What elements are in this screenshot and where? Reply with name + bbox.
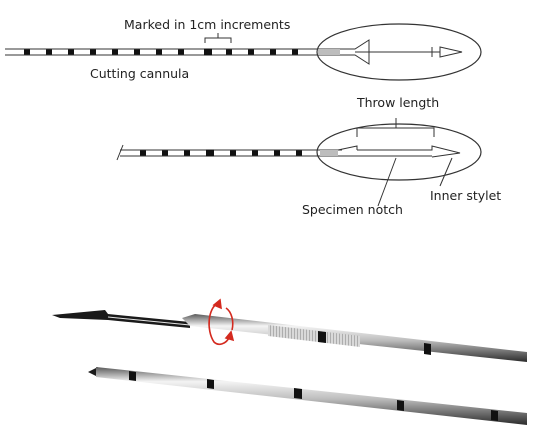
cutting-cannula-label: Cutting cannula [90,66,189,81]
needle-photo-lower [88,367,527,425]
stylet-tip-shading [320,150,338,156]
break-mark [116,144,124,161]
exposed-stylet-notch [52,310,190,328]
stylet-tip-point [439,46,463,58]
stylet-tip-photo [88,367,98,377]
inner-stylet-diagram: Throw length Specimen notch Inner stylet [116,95,501,217]
increments-bracket [204,33,232,43]
cm-tick-marks [24,48,298,56]
magnified-tip-ellipse [316,23,482,81]
needle-photo-upper [52,298,527,362]
increments-label: Marked in 1cm increments [124,17,290,32]
throw-length-label: Throw length [356,95,439,110]
inner-stylet-label: Inner stylet [430,188,501,203]
inner-stylet-leader [439,157,453,187]
stylet-tick-marks [140,149,302,157]
stylet-body-photo [96,367,527,425]
stylet-depth-marks [129,371,498,421]
cannula-depth-marks [318,331,431,355]
magnified-notch-ellipse [316,123,482,181]
cutting-cannula-diagram: Marked in 1cm increments Cutting cannula [5,17,482,81]
notch-outline [337,145,461,158]
rotation-arrow-icon [208,298,235,346]
knurled-grip [268,325,360,347]
specimen-notch-label: Specimen notch [302,202,403,217]
specimen-notch-leader [377,157,397,207]
throw-length-bracket [356,118,435,137]
cannula-tip-shading [318,49,340,55]
